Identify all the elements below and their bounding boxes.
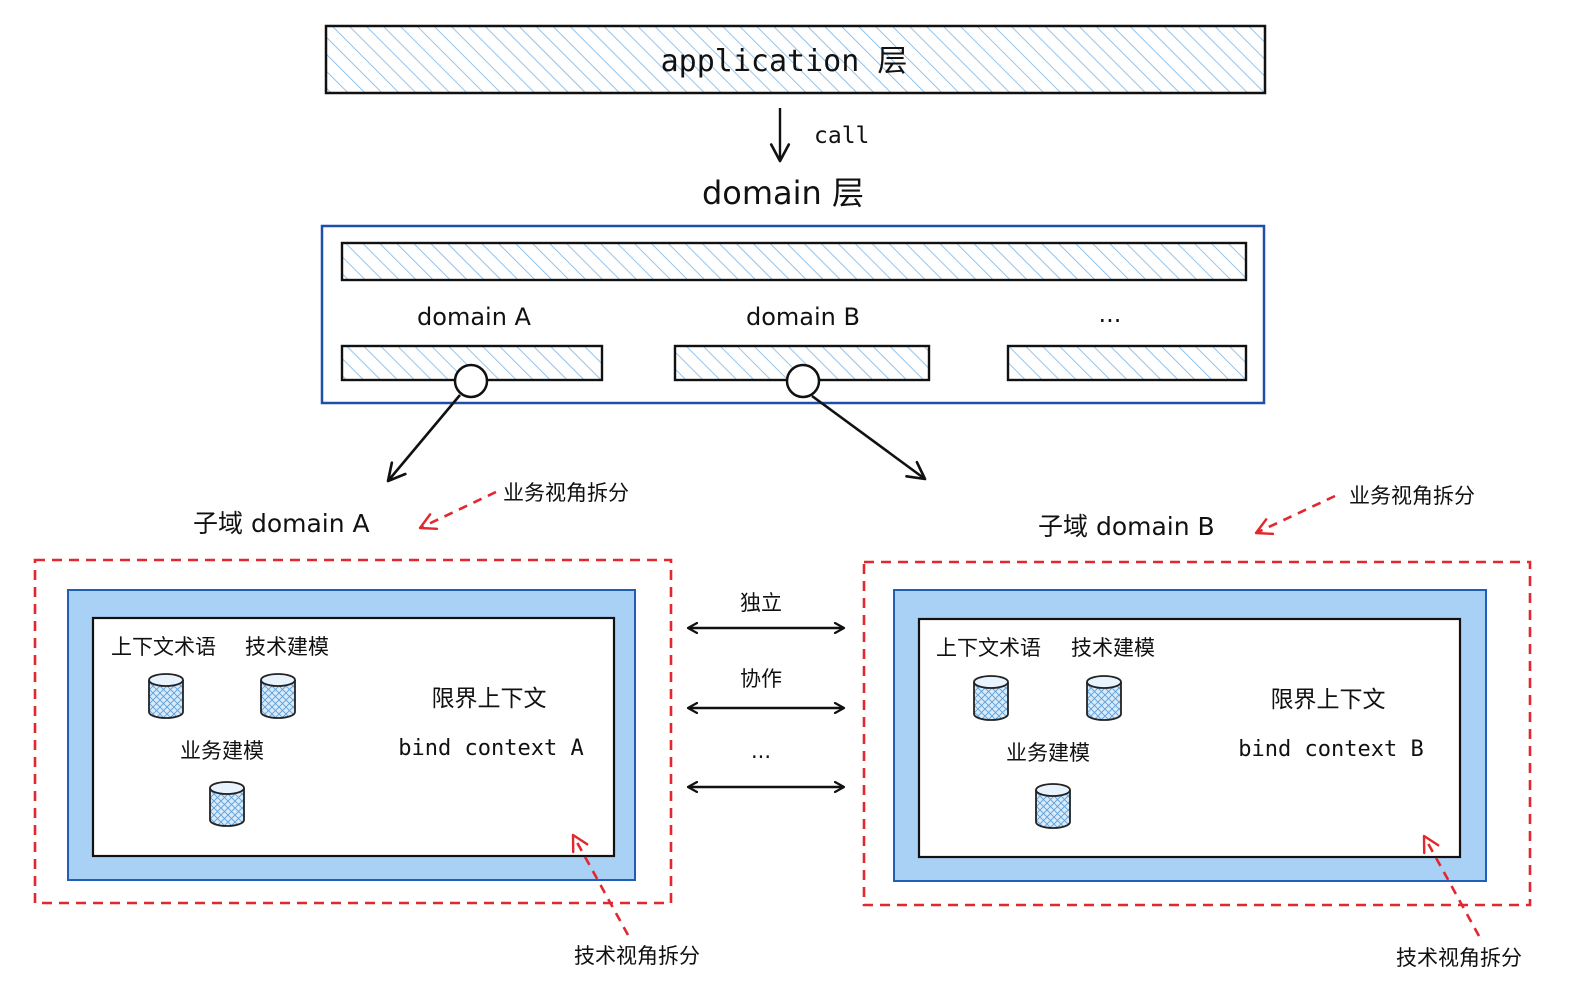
subdomain-b-boundary	[862, 560, 1532, 907]
tech-model-database-icon-b	[1086, 675, 1122, 721]
context-relations: 独立 协作 ...	[688, 591, 844, 787]
relation-more-label: ...	[751, 739, 771, 763]
tech-split-label-a: 技术视角拆分	[574, 944, 700, 968]
tech-split-label-b: 技术视角拆分	[1396, 946, 1522, 970]
tech-model-label-b: 技术建模	[1071, 636, 1155, 660]
biz-model-database-icon-b	[1035, 783, 1071, 829]
subdomain-a: 子域 domain A 业务视角拆分 上下文术语 技术建模 业务建模 限界上下文…	[33, 481, 700, 968]
context-term-database-icon-a	[148, 673, 184, 719]
bounded-context-label-b: 限界上下文	[1271, 687, 1386, 713]
call-label: call	[814, 123, 869, 149]
relation-collaborate-label: 协作	[740, 667, 782, 691]
domain-layer-bar	[340, 241, 1248, 282]
subdomain-b-title: 子域 domain B	[1038, 512, 1215, 541]
domain-b-port	[785, 363, 821, 399]
domain-more-label: ...	[1099, 300, 1122, 328]
domain-layer: domain A domain B ...	[320, 224, 1266, 405]
domain-a-label: domain A	[417, 303, 532, 331]
biz-model-label-a: 业务建模	[180, 739, 264, 763]
context-term-label-a: 上下文术语	[111, 635, 216, 659]
biz-model-database-icon-a	[209, 781, 245, 827]
application-layer: application 层	[324, 24, 1267, 95]
bind-context-label-b: bind context B	[1238, 737, 1423, 762]
business-split-arrow-a	[418, 490, 497, 531]
subdomain-a-boundary	[33, 558, 673, 905]
bounded-context-label-a: 限界上下文	[432, 686, 547, 712]
tech-model-database-icon-a	[260, 673, 296, 719]
bounded-context-a-inner	[91, 616, 616, 858]
subdomain-b: 子域 domain B 业务视角拆分 上下文术语 技术建模 业务建模 限界上下文…	[862, 484, 1532, 970]
domain-more-bar	[1006, 344, 1248, 382]
business-split-arrow-b	[1254, 494, 1336, 536]
call-connector: call	[769, 108, 869, 163]
tech-split-arrow-a	[571, 833, 630, 936]
tech-model-label-a: 技术建模	[245, 635, 329, 659]
business-split-label-b: 业务视角拆分	[1349, 484, 1475, 508]
bounded-context-b-inner	[917, 617, 1462, 859]
context-term-label-b: 上下文术语	[936, 636, 1041, 660]
domain-a-port	[453, 363, 489, 399]
domain-b-label: domain B	[746, 303, 860, 331]
split-arrow-b	[811, 394, 927, 481]
bind-context-label-a: bind context A	[398, 736, 583, 761]
business-split-label-a: 业务视角拆分	[503, 481, 629, 505]
biz-model-label-b: 业务建模	[1006, 741, 1090, 765]
application-layer-box	[324, 24, 1267, 95]
subdomain-a-title: 子域 domain A	[193, 509, 370, 538]
context-term-database-icon-b	[973, 675, 1009, 721]
tech-split-arrow-b	[1422, 834, 1481, 937]
split-arrow-a	[386, 394, 461, 483]
application-layer-label: application 层	[661, 44, 908, 79]
relation-independent-label: 独立	[740, 591, 782, 615]
domain-layer-title: domain 层	[702, 174, 864, 212]
